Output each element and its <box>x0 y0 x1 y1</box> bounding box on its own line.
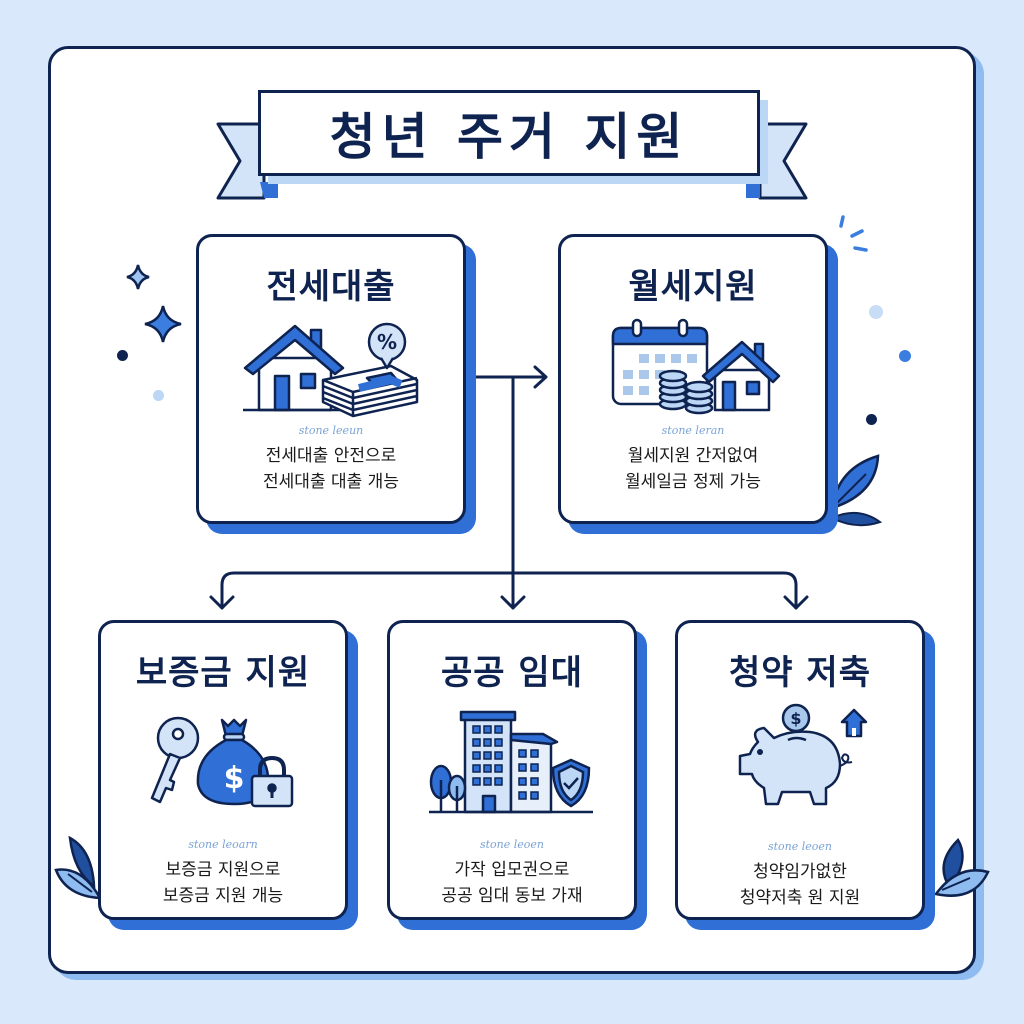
card-subscription-savings[interactable]: 청약 저축 $ stone leoen 청약임가없한 청약저축 원 지원 <box>675 620 925 920</box>
dot-decoration <box>866 414 877 425</box>
piggy-bank-house-icon: $ <box>738 703 868 806</box>
card-deposit-support[interactable]: 보증금 지원 $ stone leoarn 보증금 지원으로 보증금 지원 개능 <box>98 620 348 920</box>
description-line: 전세대출 안전으로 <box>265 446 397 466</box>
card-description: 전세대출 안전으로 전세대출 대출 개능 <box>263 443 399 495</box>
watermark-text: stone leoen <box>479 838 545 851</box>
description-line: 월세일금 정제 가능 <box>625 472 761 492</box>
description-line: 가작 입모권으로 <box>454 860 570 880</box>
buildings-shield-icon <box>429 710 593 814</box>
key-moneybag-lock-icon: $ <box>150 716 294 808</box>
burst-lines-icon <box>839 215 868 252</box>
description-line: 청약임가없한 <box>753 862 847 882</box>
calendar-coins-house-icon <box>611 318 781 415</box>
house-money-percent-icon: % <box>243 322 419 418</box>
page-title: 청년 주거 지원 <box>329 108 689 166</box>
dot-decoration <box>153 390 164 401</box>
watermark-text: stone leran <box>661 424 725 437</box>
sparkle-large-icon <box>144 305 182 343</box>
leaf-icon <box>54 835 103 900</box>
card-jeonse-loan[interactable]: 전세대출 % stone leeun 전세대출 안전으로 전세대출 <box>196 234 466 524</box>
watermark-text: stone leeun <box>298 424 364 437</box>
card-title: 전세대출 <box>266 267 396 307</box>
dot-decoration <box>117 350 128 361</box>
card-monthly-rent[interactable]: 월세지원 stone leran 월세지원 간저없여 월세일금 정제 가능 <box>558 234 828 524</box>
description-line: 월세지원 간저없여 <box>627 446 759 466</box>
leaf-icon <box>829 454 883 527</box>
svg-text:$: $ <box>790 709 801 728</box>
card-title: 청약 저축 <box>729 653 871 693</box>
card-title: 공공 임대 <box>441 653 583 693</box>
sparkle-small-icon <box>126 264 150 290</box>
card-description: 청약임가없한 청약저축 원 지원 <box>740 859 860 911</box>
card-title: 월세지원 <box>628 267 758 307</box>
ribbon-tail-right <box>746 122 808 200</box>
branch-connector <box>220 571 798 610</box>
description-line: 공공 임대 동보 가재 <box>441 886 583 906</box>
dot-decoration <box>869 305 883 319</box>
card-title: 보증금 지원 <box>135 653 311 693</box>
card-description: 보증금 지원으로 보증금 지원 개능 <box>163 857 283 909</box>
description-line: 보증금 지원으로 <box>165 860 281 880</box>
description-line: 전세대출 대출 개능 <box>263 472 399 492</box>
watermark-text: stone leoen <box>767 840 833 853</box>
svg-text:%: % <box>377 330 397 354</box>
svg-text:$: $ <box>224 761 245 796</box>
watermark-text: stone leoarn <box>188 838 258 851</box>
description-line: 청약저축 원 지원 <box>739 888 861 908</box>
card-description: 가작 입모권으로 공공 임대 동보 가재 <box>441 857 582 909</box>
title-banner: 청년 주거 지원 <box>258 90 760 176</box>
leaf-icon <box>933 837 990 897</box>
ribbon-tail-left <box>216 122 278 200</box>
dot-decoration <box>899 350 911 362</box>
card-description: 월세지원 간저없여 월세일금 정제 가능 <box>625 443 761 495</box>
card-public-rental[interactable]: 공공 임대 st <box>387 620 637 920</box>
description-line: 보증금 지원 개능 <box>162 886 284 906</box>
